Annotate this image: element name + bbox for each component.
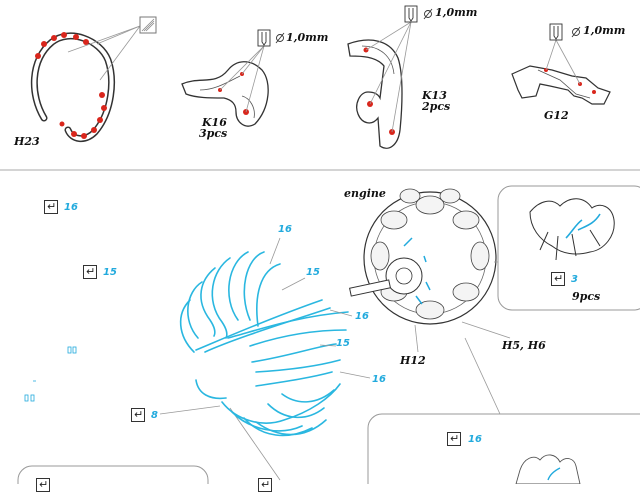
label-g12: G12 — [544, 109, 569, 122]
drill-bit-icon — [257, 29, 271, 47]
diameter-symbol-icon — [571, 26, 581, 38]
label-k16: K16 — [202, 116, 227, 129]
g12-diameter: 1,0mm — [583, 24, 626, 37]
inset-detail-box — [497, 185, 640, 311]
lower-detail-drawing — [515, 454, 581, 484]
drill-bit-icon — [404, 5, 418, 23]
bend-arrow-icon: ↵ — [551, 272, 565, 286]
callout-8: 8 — [151, 410, 158, 421]
bend-arrow-icon: ↵ — [131, 408, 145, 422]
diameter-symbol-icon — [275, 32, 285, 44]
bend-arrow-icon: ↵ — [258, 478, 272, 492]
label-h12: H12 — [400, 354, 426, 367]
label-h23: H23 — [14, 135, 40, 148]
callout-16-a: 16 — [64, 202, 78, 213]
engine-drawing — [349, 188, 497, 325]
callout-16-b: 16 — [468, 434, 482, 445]
wire-callout-16-c: 16 — [372, 374, 386, 385]
drill-bit-icon — [549, 23, 563, 41]
k13-diameter: 1,0mm — [435, 6, 478, 19]
bend-arrow-icon: ↵ — [447, 432, 461, 446]
wire-callout-15-b: 15 — [336, 338, 350, 349]
wire-callout-15-a: 15 — [306, 267, 320, 278]
small-part-marks — [24, 346, 77, 402]
bend-arrow-icon: ↵ — [83, 265, 97, 279]
bend-arrow-icon: ↵ — [44, 200, 58, 214]
inset-callout: 3 — [571, 274, 578, 285]
label-h5-h6: H5, H6 — [502, 339, 546, 352]
part-g12-drawing — [511, 65, 611, 105]
diameter-symbol-icon — [423, 8, 433, 20]
label-k13: K13 — [422, 89, 447, 102]
inset-detail-box-left — [17, 465, 209, 484]
k16-diameter: 1,0mm — [286, 31, 329, 44]
photoetch-sheet-icon — [139, 16, 157, 34]
wire-callout-16-b: 16 — [355, 311, 369, 322]
engine-label: engine — [344, 187, 386, 200]
wire-callout-16-a: 16 — [278, 224, 292, 235]
callout-15-a: 15 — [103, 267, 117, 278]
part-h23-drawing — [30, 32, 116, 142]
ignition-wire-harness — [179, 251, 349, 437]
qty-k13: 2pcs — [422, 100, 451, 113]
qty-k16: 3pcs — [199, 127, 228, 140]
bend-arrow-icon: ↵ — [36, 478, 50, 492]
inset-detail-box-lower — [367, 413, 640, 484]
inset-qty: 9pcs — [572, 290, 601, 303]
